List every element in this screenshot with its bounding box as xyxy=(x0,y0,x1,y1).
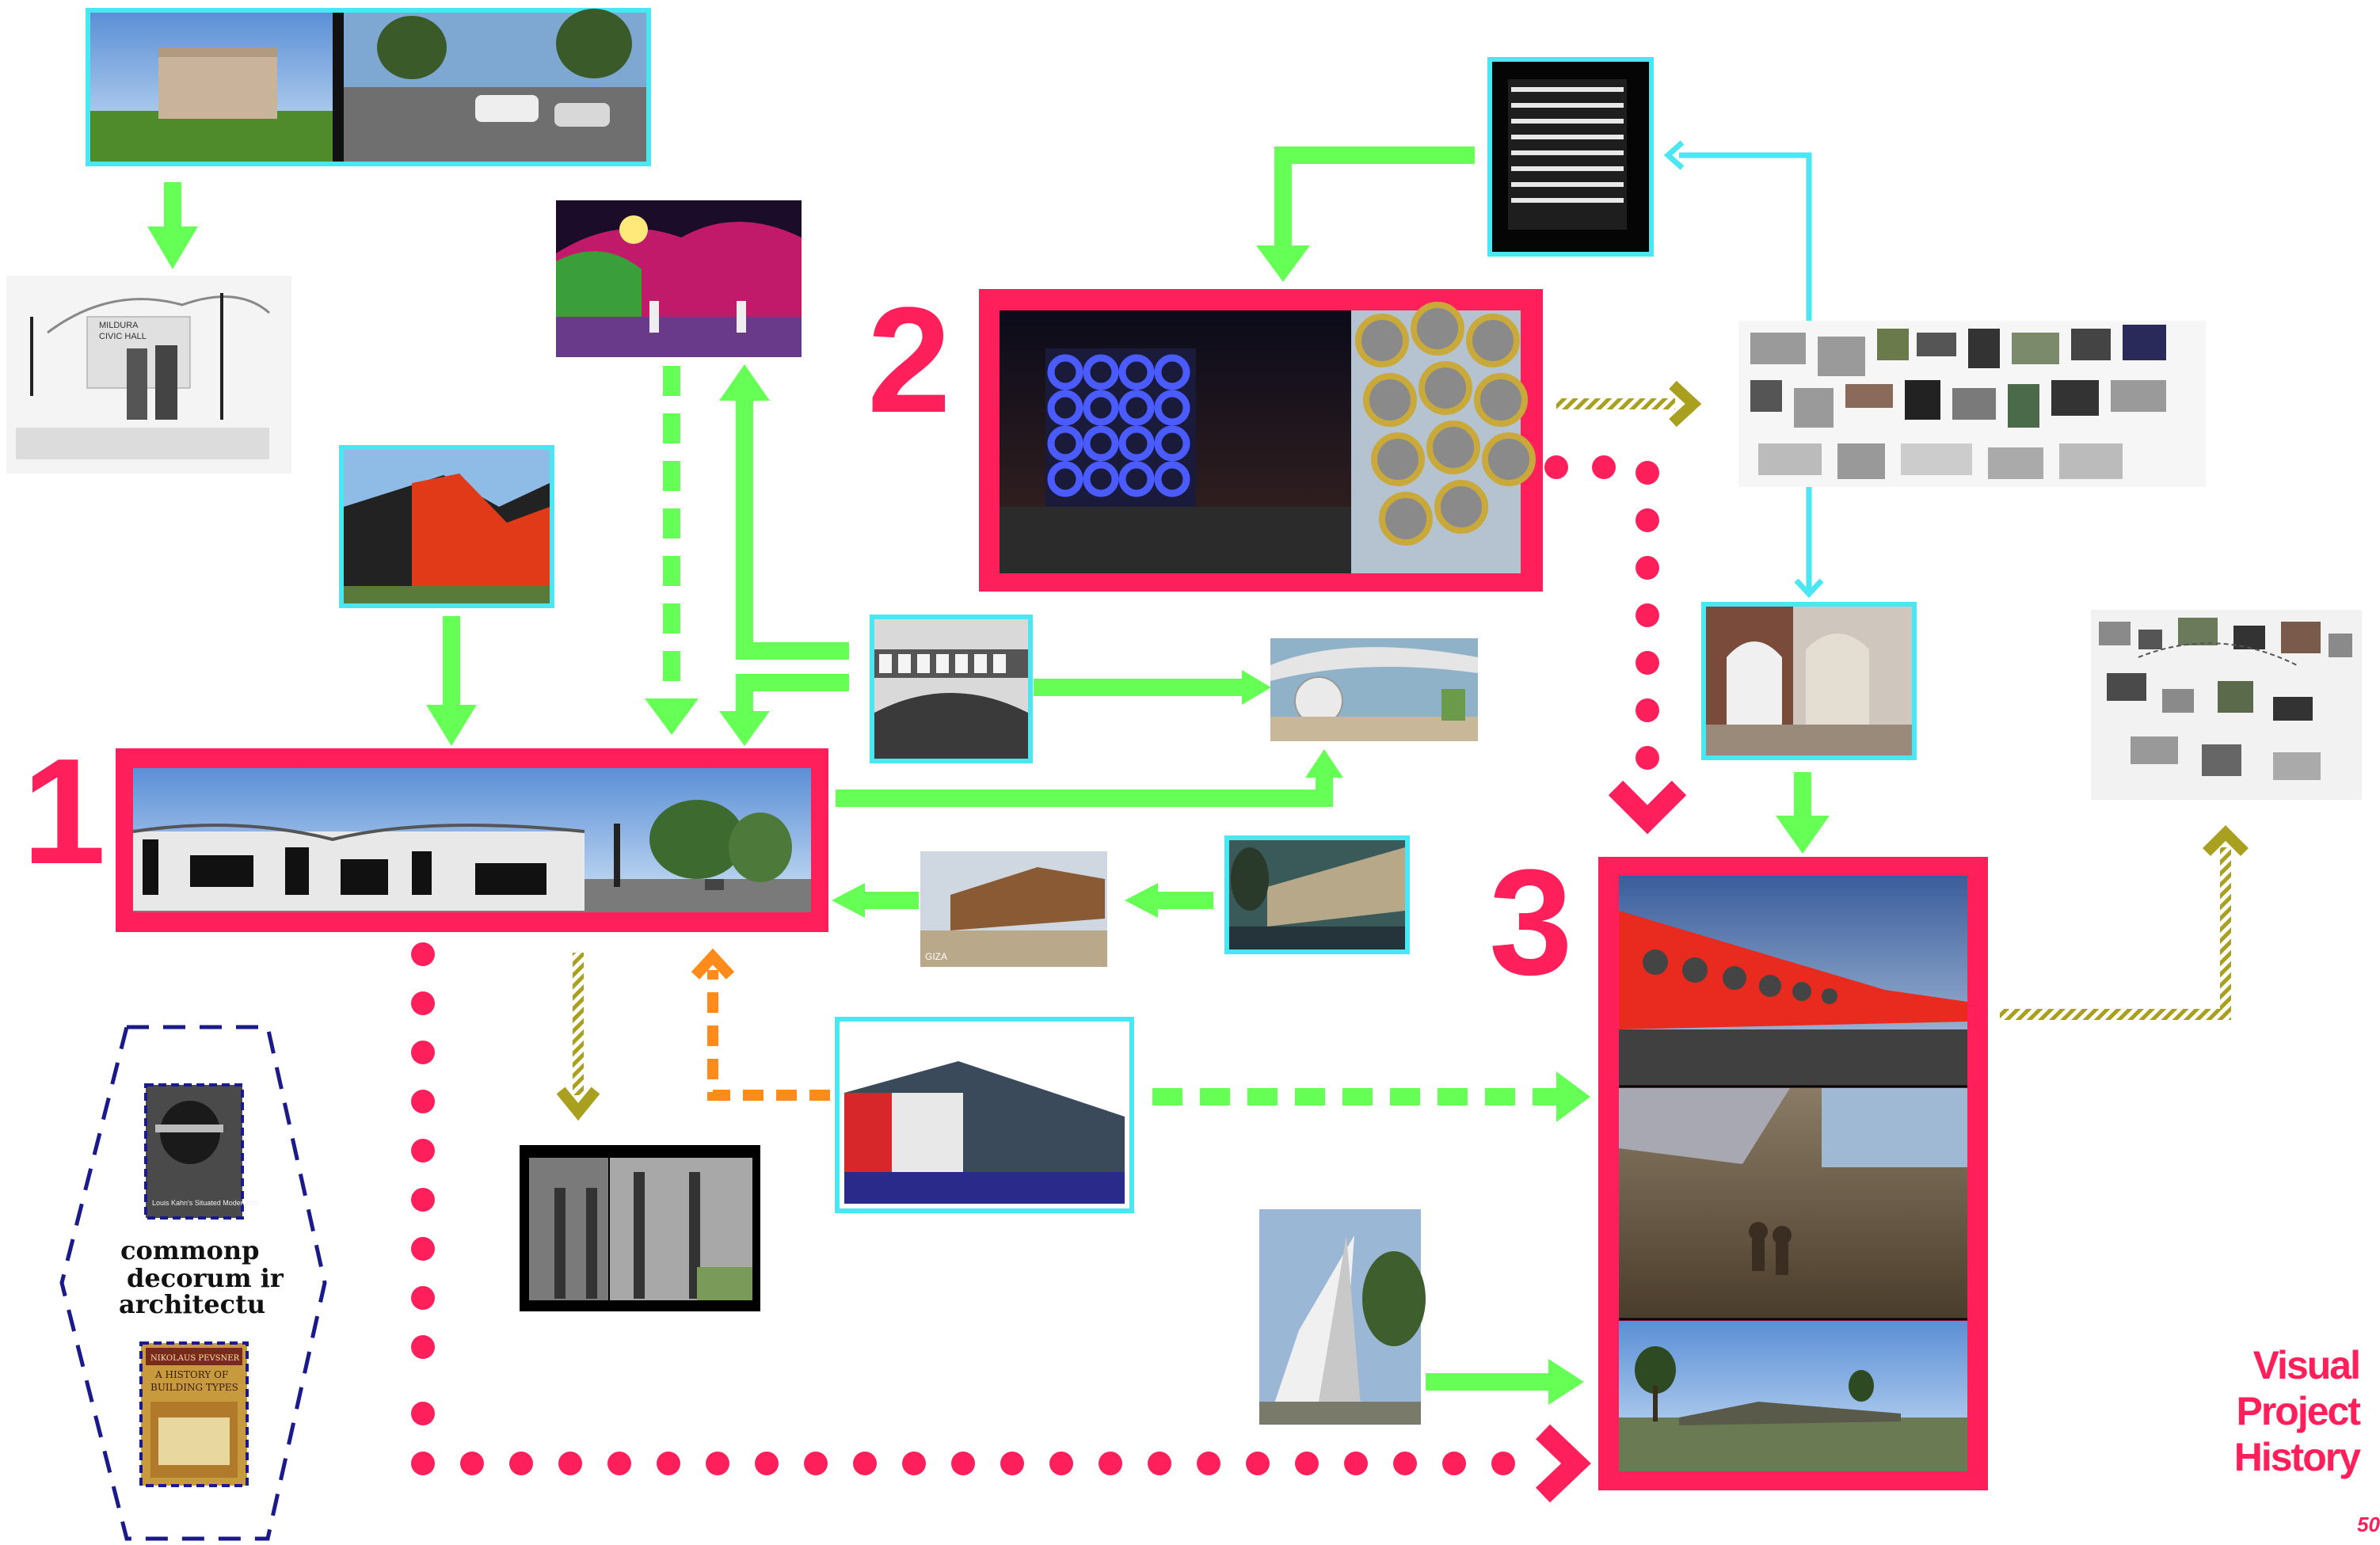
reference-books-group: Louis Kahn's Situated Modernism commonp … xyxy=(62,1027,325,1539)
bubble-render xyxy=(1270,638,1478,741)
stage-number-1: 1 xyxy=(22,728,106,896)
civic-hall-drawing: MILDURA CIVIC HALL xyxy=(6,276,291,474)
sail-tower-photo xyxy=(1259,1209,1426,1425)
night-tower-photo xyxy=(1487,57,1654,257)
curved-concrete-building-photo xyxy=(870,615,1033,763)
stage-2-frame xyxy=(979,289,1543,592)
drawing-label-mildura: MILDURA xyxy=(99,321,139,330)
title-line-2: Project xyxy=(2234,1388,2359,1434)
stage-number-2: 2 xyxy=(867,276,951,444)
quote-line-1: commonp xyxy=(120,1235,260,1265)
book-2-title-line-2: BUILDING TYPES xyxy=(150,1382,238,1393)
arches-render xyxy=(1701,602,1917,760)
civic-hall-photo xyxy=(86,8,651,166)
collage-sheet-upper xyxy=(1738,321,2206,487)
book-2-title-line-1: A HISTORY OF xyxy=(154,1369,228,1380)
drawing-label-civic-hall: CIVIC HALL xyxy=(99,332,147,341)
orange-dashed-arrow xyxy=(713,970,830,1095)
fantasy-plaza-render xyxy=(556,200,802,357)
page-number: 50 xyxy=(2357,1513,2380,1537)
title-line-1: Visual xyxy=(2234,1342,2359,1388)
collage-sheet-right xyxy=(2091,610,2362,800)
book-2-author: NIKOLAUS PEVSNER xyxy=(150,1354,240,1363)
giza-render: GIZA xyxy=(920,851,1107,967)
page-title: Visual Project History xyxy=(2234,1342,2359,1480)
industrial-building-photo xyxy=(835,1017,1134,1213)
stage-number-3: 3 xyxy=(1489,839,1573,1007)
orange-folded-building-photo xyxy=(339,445,554,608)
quote-line-3: architectu xyxy=(119,1289,265,1319)
colonnade-photo xyxy=(520,1145,760,1311)
stage-1-frame xyxy=(116,748,828,932)
long-wall-photo xyxy=(1224,835,1410,954)
title-line-3: History xyxy=(2234,1434,2359,1480)
stage-3-frame xyxy=(1598,857,1988,1490)
giza-label: GIZA xyxy=(925,951,947,962)
book-1-title: Louis Kahn's Situated Modernism xyxy=(152,1199,258,1207)
